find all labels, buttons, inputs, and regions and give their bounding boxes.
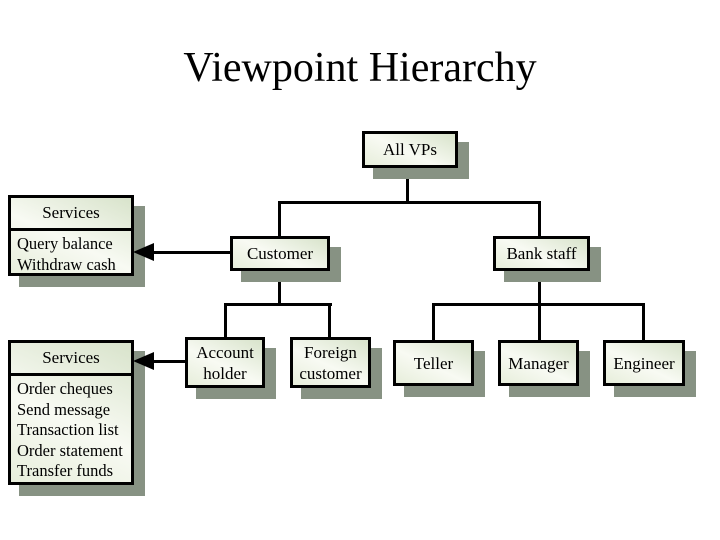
node-foreign-customer: Foreign customer [290,337,371,388]
node-account-holder-label: Account holder [196,342,254,383]
node-teller-label: Teller [413,353,454,373]
node-account-holder: Account holder [185,337,265,388]
services-panel-customer: Services Query balance Withdraw cash [8,195,134,276]
connector-manager-up [538,305,541,341]
connector-level1-horizontal [278,201,541,204]
node-manager-label: Manager [508,353,569,373]
connector-accountholder-up [224,305,227,338]
node-customer: Customer [230,236,330,271]
services-panel-account-holder-items: Order cheques Send message Transaction l… [11,376,131,482]
arrow-left-icon [133,243,154,261]
services-item: Withdraw cash [17,254,116,274]
services-panel-customer-items: Query balance Withdraw cash [11,231,131,275]
node-teller: Teller [393,340,474,386]
connector-bankstaff-up [538,203,541,237]
connector-bankstaff-children-horizontal [432,303,645,306]
connector-allvps-down [406,166,409,204]
page-title: Viewpoint Hierarchy [183,45,537,91]
services-item: Order cheques [17,379,113,398]
connector-engineer-up [642,305,645,341]
connector-customer-down [278,269,281,305]
services-panel-account-holder: Services Order cheques Send message Tran… [8,340,134,485]
services-item: Send message [17,399,111,419]
node-foreign-customer-label: Foreign customer [299,342,362,383]
node-engineer-label: Engineer [613,353,675,373]
connector-customer-up [278,203,281,237]
connector-teller-up [432,305,435,341]
services-item: Query balance [17,234,113,253]
node-manager: Manager [498,340,579,386]
connector-bankstaff-down [538,269,541,305]
services-panel-customer-header: Services [11,198,131,231]
node-engineer: Engineer [603,340,685,386]
arrow-accountholder-to-services-line [150,360,185,363]
node-bank-staff-label: Bank staff [506,244,577,263]
services-panel-account-holder-header: Services [11,343,131,376]
node-all-vps-label: All VPs [382,140,437,159]
arrow-left-icon [133,352,154,370]
arrow-customer-to-services-line [150,251,230,254]
connector-customer-children-horizontal [224,303,332,306]
node-all-vps: All VPs [362,131,458,168]
node-customer-label: Customer [246,244,314,263]
connector-foreigncustomer-up [328,305,331,338]
services-item: Order statement [17,440,123,460]
services-item: Transaction list [17,420,119,439]
node-bank-staff: Bank staff [493,236,590,271]
services-item: Transfer funds [17,461,114,480]
